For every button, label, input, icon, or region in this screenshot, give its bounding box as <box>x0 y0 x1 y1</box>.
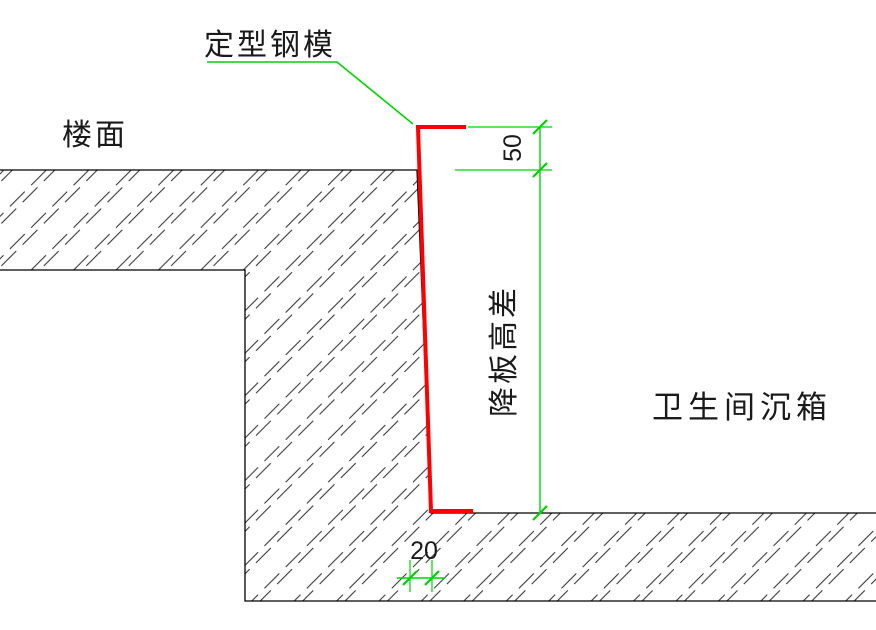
steel-form-polyline <box>415 125 473 513</box>
leader-polyline <box>207 61 414 125</box>
leader-line <box>207 61 414 125</box>
dimension-lines <box>397 119 552 592</box>
dim-tick <box>424 570 440 586</box>
dim-tick <box>532 119 548 135</box>
label-drop-height: 降板高差 <box>488 285 521 417</box>
dimension-value-20: 20 <box>410 537 438 565</box>
dim-tick <box>532 505 548 521</box>
dim-tick <box>532 162 548 178</box>
steel-form-line <box>415 125 473 513</box>
dimension-value-50: 50 <box>499 134 527 162</box>
dim-tick <box>402 570 418 586</box>
label-formwork: 定型钢模 <box>204 29 336 62</box>
label-floor: 楼面 <box>62 119 128 152</box>
label-sunken-box: 卫生间沉箱 <box>652 390 832 425</box>
